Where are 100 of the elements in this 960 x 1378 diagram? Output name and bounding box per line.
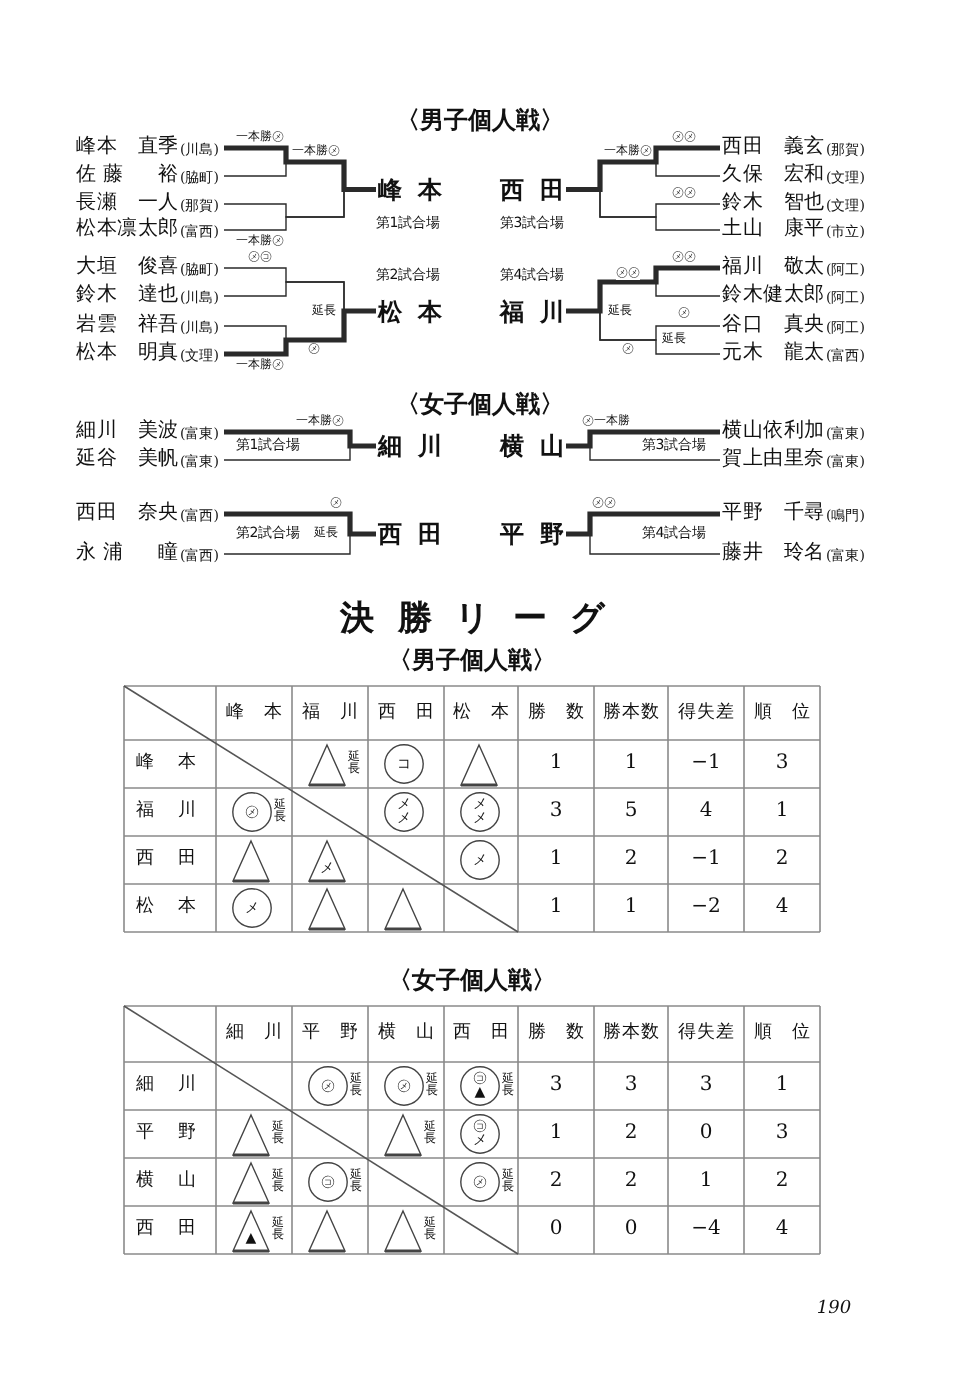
bracket-line	[566, 511, 720, 537]
loss-triangle	[232, 839, 270, 881]
score-value: 3	[549, 802, 563, 822]
score-value: 3	[699, 1076, 713, 1096]
score-value: −2	[691, 898, 721, 918]
column-header: 細川	[226, 1025, 282, 1043]
column-header: 福川	[302, 704, 358, 722]
winner-name: 福川	[500, 299, 564, 323]
score-value: 0	[699, 1124, 713, 1144]
score-value: −4	[691, 1220, 721, 1240]
win-circle	[232, 888, 272, 928]
score-value: 1	[624, 754, 638, 774]
row-header: 西田	[136, 851, 196, 869]
bracket-line	[566, 265, 720, 314]
row-header: 峰本	[136, 755, 196, 773]
bracket-line	[566, 145, 720, 193]
winner-name: 平野	[500, 522, 564, 546]
loss-triangle	[384, 887, 422, 929]
row-header: 横山	[136, 1173, 196, 1191]
score-value: −1	[691, 754, 721, 774]
win-circle	[232, 792, 272, 832]
column-header: 西田	[453, 1025, 509, 1043]
column-header: 順位	[754, 1025, 810, 1043]
score-value: 1	[549, 850, 563, 870]
loss-triangle	[308, 887, 346, 929]
loss-triangle	[384, 1113, 422, 1155]
loss-triangle	[308, 839, 346, 881]
column-header: 平野	[302, 1025, 358, 1043]
win-circle	[384, 1066, 424, 1106]
winner-name: 細川	[378, 434, 442, 458]
bracket-line	[224, 511, 376, 537]
score-value: 2	[549, 1172, 563, 1192]
score-value: 1	[549, 1124, 563, 1144]
score-value: −1	[691, 850, 721, 870]
win-circle	[460, 1162, 500, 1202]
column-header: 得失差	[678, 704, 734, 722]
winner-name: 西田	[500, 177, 564, 202]
score-value: 1	[549, 898, 563, 918]
score-value: 0	[549, 1220, 563, 1240]
row-header: 細川	[136, 1077, 196, 1095]
column-header: 順位	[754, 704, 810, 722]
win-circle	[460, 1114, 500, 1154]
page-number: 190	[816, 1301, 852, 1319]
score-value: 3	[549, 1076, 563, 1096]
score-value: 5	[624, 802, 638, 822]
score-value: 0	[624, 1220, 638, 1240]
column-header: 峰本	[226, 704, 282, 722]
score-value: 4	[775, 1220, 789, 1240]
column-header: 西田	[378, 704, 434, 722]
section-heading: 〈女子個人戦〉	[396, 392, 564, 416]
column-header: 得失差	[678, 1025, 734, 1043]
score-value: 2	[624, 1124, 638, 1144]
score-value: 1	[624, 898, 638, 918]
win-circle	[384, 792, 424, 832]
column-header: 勝数	[528, 1025, 584, 1043]
row-header: 松本	[136, 899, 196, 917]
win-circle	[308, 1162, 348, 1202]
row-header: 福川	[136, 803, 196, 821]
winner-name: 峰本	[378, 177, 442, 202]
score-value: 3	[775, 754, 789, 774]
score-value: 2	[624, 1172, 638, 1192]
score-value: 2	[775, 1172, 789, 1192]
score-value: 4	[775, 898, 789, 918]
score-value: 3	[775, 1124, 789, 1144]
section-heading: 〈男子個人戦〉	[396, 108, 564, 132]
score-value: 3	[624, 1076, 638, 1096]
loss-triangle	[232, 1161, 270, 1203]
winner-name: 松本	[378, 299, 442, 323]
column-header: 勝本数	[603, 704, 659, 722]
bracket-line	[224, 308, 376, 357]
win-circle	[460, 1066, 500, 1106]
bracket-line	[224, 145, 376, 193]
win-circle	[460, 840, 500, 880]
bracket-line	[566, 429, 720, 449]
win-circle	[460, 792, 500, 832]
score-value: 2	[624, 850, 638, 870]
score-value: 4	[699, 802, 713, 822]
loss-triangle	[308, 1209, 346, 1251]
loss-triangle	[232, 1113, 270, 1155]
section-heading: 〈男子個人戦〉	[388, 648, 556, 672]
bracket-line	[224, 429, 376, 449]
loss-triangle	[460, 743, 498, 785]
page-heading: 決勝リーグ	[340, 603, 604, 637]
score-value: 1	[775, 802, 789, 822]
score-value: 1	[549, 754, 563, 774]
winner-name: 西田	[378, 522, 442, 546]
score-value: 1	[775, 1076, 789, 1096]
win-circle	[384, 744, 424, 784]
loss-triangle	[384, 1209, 422, 1251]
column-header: 勝数	[528, 704, 584, 722]
win-circle	[308, 1066, 348, 1106]
row-header: 西田	[136, 1221, 196, 1239]
row-header: 平野	[136, 1125, 196, 1143]
column-header: 横山	[378, 1025, 434, 1043]
winner-name: 横山	[500, 434, 564, 458]
score-value: 1	[699, 1172, 713, 1192]
section-heading: 〈女子個人戦〉	[388, 968, 556, 992]
score-value: 2	[775, 850, 789, 870]
loss-triangle	[308, 743, 346, 785]
column-header: 松本	[453, 704, 509, 722]
